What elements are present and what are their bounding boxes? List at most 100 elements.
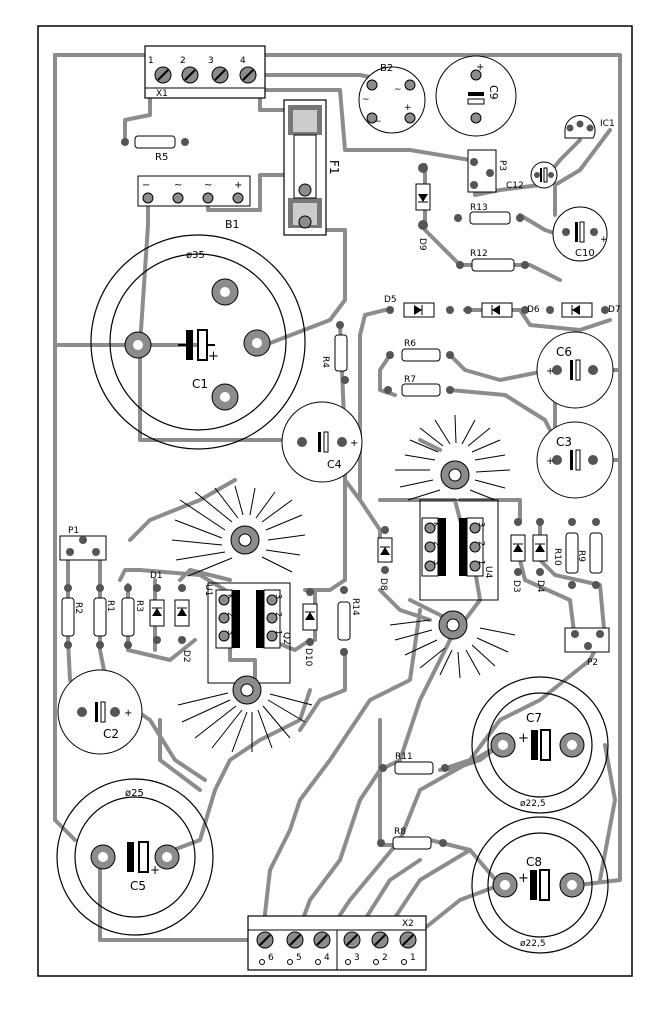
diode-d7: D7 (546, 302, 621, 318)
r7-label: R7 (404, 375, 416, 385)
c7-diameter: ø22,5 (520, 799, 546, 809)
x2-pin-1-label: 1 (410, 953, 416, 963)
d3-label: D3 (511, 580, 521, 593)
c4-label: C4 (327, 458, 342, 471)
resistor-r11: R11 (379, 752, 449, 775)
d7-label: D7 (608, 305, 621, 315)
c4-plus: + (350, 438, 358, 449)
trimmer-p2: P2 (564, 627, 610, 668)
p3-label: P3 (497, 160, 507, 171)
p1-label: P1 (68, 526, 79, 536)
resistor-r5: R5 (121, 135, 189, 163)
pin-b-3: 1 (477, 560, 486, 565)
r11-label: R11 (395, 752, 413, 762)
c6-plus: + (546, 366, 554, 377)
c8-diameter: ø22,5 (520, 939, 546, 949)
c1-plus: + (208, 349, 219, 364)
diode-d9: D9 (415, 163, 431, 251)
capacitor-c2: + C2 (57, 669, 143, 755)
connector-x2: X2 6 5 4 3 2 1 (247, 915, 427, 971)
d1-label: D1 (150, 571, 163, 581)
b1-mark-1: − (142, 180, 150, 191)
b2-mark-4: + (404, 103, 412, 113)
resistor-r14: R14 (337, 586, 360, 656)
u4-label: U4 (483, 566, 493, 579)
capacitor-c5: + C5 ø25 (56, 778, 214, 936)
c9-plus: + (476, 62, 484, 73)
x2-pin-5-label: 5 (296, 953, 302, 963)
c10-label: C10 (575, 248, 595, 259)
trimmer-p3: P3 (467, 149, 507, 193)
x2-label: X2 (402, 919, 414, 929)
heatsink-left (171, 485, 313, 753)
pin-c-3: 3 (226, 630, 235, 635)
b2-mark-2: ~ (362, 95, 370, 105)
r5-label: R5 (155, 152, 168, 163)
r2-label: R2 (73, 602, 83, 614)
r9-label: R9 (576, 550, 586, 562)
regulator-u4-group: K 2 3 3 2 1 U4 (421, 517, 493, 579)
diode-d5: D5 (384, 295, 454, 318)
x1-pin-1-label: 1 (148, 56, 154, 66)
q2-label: Q2 (281, 632, 291, 645)
pin-c-2: 2 (226, 612, 235, 617)
x2-pin-6-label: 6 (268, 953, 274, 963)
bridge-rectifier-b2: B2 ~ ~ − + (358, 63, 426, 134)
capacitor-c12: C12 (506, 161, 558, 191)
d9-label: D9 (417, 238, 427, 251)
r14-label: R14 (350, 598, 360, 616)
b2-mark-3: − (374, 117, 382, 127)
c7-plus: + (518, 731, 529, 746)
diode-d4: D4 (532, 518, 548, 593)
diode-d6: D6 (464, 302, 540, 318)
r3-label: R3 (134, 600, 144, 612)
trimmer-p1: P1 (59, 526, 107, 561)
capacitor-c10: + C10 (552, 206, 608, 262)
b1-mark-4: + (234, 180, 242, 191)
capacitor-c9: + C9 (435, 55, 517, 137)
resistor-r9: R9 (576, 518, 603, 589)
diode-d8: D8 (377, 526, 393, 591)
c5-diameter: ø25 (125, 788, 144, 799)
c8-plus: + (518, 871, 529, 886)
x2-pin-3-label: 3 (354, 953, 360, 963)
c3-label: C3 (556, 435, 572, 449)
board-outline (37, 25, 633, 977)
b1-label: B1 (225, 218, 240, 231)
b2-label: B2 (380, 63, 393, 74)
x2-pin-2-label: 2 (382, 953, 388, 963)
diode-d3: D3 (510, 518, 526, 593)
c3-plus: + (546, 456, 554, 467)
pin-a-3: 3 (432, 560, 441, 565)
fuse-f1: F1 (283, 99, 341, 236)
c5-plus: + (150, 863, 160, 877)
r6-label: R6 (404, 339, 416, 349)
b1-mark-3: ~ (204, 180, 212, 191)
d4-label: D4 (535, 580, 545, 593)
x2-pin-4-label: 4 (324, 953, 330, 963)
connector-x1: 1 2 3 4 X1 (144, 45, 266, 99)
resistor-r10: R10 (552, 518, 579, 589)
capacitor-c8: + C8 ø22,5 (471, 816, 609, 954)
c8-label: C8 (526, 855, 542, 869)
r10-label: R10 (552, 548, 562, 566)
c5-label: C5 (130, 879, 146, 893)
c6-label: C6 (556, 345, 572, 359)
c12-label: C12 (506, 181, 524, 191)
p2-label: P2 (587, 658, 598, 668)
c7-label: C7 (526, 711, 542, 725)
diode-d1: D1 (149, 571, 165, 644)
u1-label: U1 (203, 584, 213, 596)
pin-d-3: 1 (274, 630, 283, 635)
diode-d2: D2 (174, 584, 191, 663)
pin-c-1: K (226, 594, 235, 600)
resistor-r12: R12 (456, 249, 529, 272)
regulator-ic1: IC1 (564, 115, 615, 139)
x1-pin-2-label: 2 (180, 56, 186, 66)
capacitor-c6: + C6 (536, 331, 614, 409)
resistor-r1: R1 (93, 584, 115, 649)
pin-d-2: 2 (274, 612, 283, 617)
r8-label: R8 (394, 827, 406, 837)
resistor-r2: R2 (61, 584, 83, 649)
